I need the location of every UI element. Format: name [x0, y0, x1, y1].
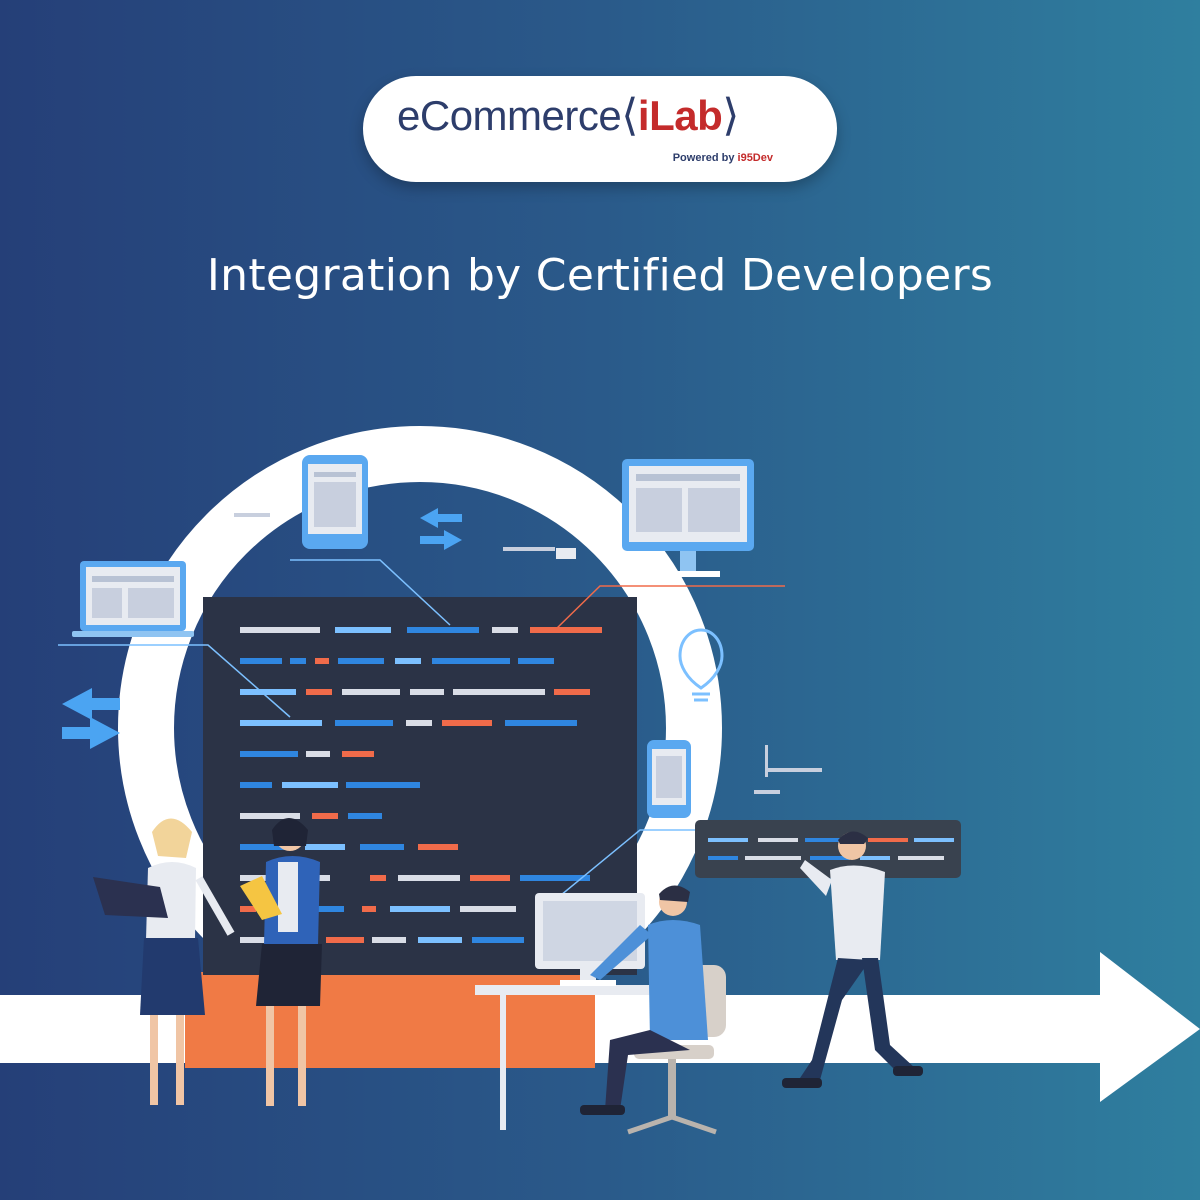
code-line-segment — [240, 937, 274, 943]
connector-line-orange — [554, 585, 785, 631]
code-line-segment — [362, 906, 376, 912]
code-line-segment — [395, 658, 421, 664]
logo-bracket-close: ⟩ — [722, 91, 739, 140]
sync-arrows-small-icon — [420, 508, 462, 550]
mini-code-line-segment — [860, 856, 890, 860]
code-line-segment — [312, 813, 338, 819]
laptop-icon — [72, 561, 194, 637]
code-line-segment — [326, 937, 364, 943]
code-line-segment — [348, 813, 382, 819]
code-line-segment — [346, 782, 420, 788]
mini-code-line-segment — [868, 838, 908, 842]
mini-code-line-segment — [805, 838, 855, 842]
code-line-segment — [398, 875, 460, 881]
code-line-segment — [335, 627, 391, 633]
code-line-segment — [390, 906, 450, 912]
logo-wordmark: eCommerce⟨iLab⟩ — [397, 90, 739, 141]
code-line-segment — [432, 658, 510, 664]
code-line-segment — [240, 782, 272, 788]
code-line-segment — [240, 627, 320, 633]
code-line-segment — [342, 689, 400, 695]
code-line-segment — [300, 906, 344, 912]
mini-code-lines — [708, 838, 954, 860]
lightbulb-icon — [678, 628, 724, 702]
code-line-segment — [305, 844, 345, 850]
brand-logo[interactable]: eCommerce⟨iLab⟩ Powered by i95Dev — [363, 76, 837, 182]
code-line-segment — [470, 875, 510, 881]
code-line-segment — [410, 689, 444, 695]
seated-developer — [580, 885, 708, 1115]
code-line-segment — [370, 875, 386, 881]
sync-arrows-icon — [62, 688, 120, 749]
code-line-segment — [492, 627, 518, 633]
code-line-segment — [240, 751, 298, 757]
code-line-segment — [306, 751, 330, 757]
mini-code-line-segment — [810, 856, 850, 860]
code-line-segment — [290, 658, 306, 664]
code-line-segment — [520, 875, 590, 881]
code-line-segment — [282, 782, 338, 788]
code-line-segment — [418, 844, 458, 850]
code-line-segment — [460, 906, 516, 912]
code-line-segment — [306, 689, 332, 695]
mini-code-line-segment — [745, 856, 801, 860]
code-line-segment — [342, 751, 374, 757]
floating-code-window — [695, 820, 961, 878]
woman-with-laptop — [93, 818, 235, 1105]
decor-dashes — [234, 513, 822, 794]
monitor-icon — [622, 459, 754, 577]
mini-code-line-segment — [708, 856, 738, 860]
code-line-segment — [406, 720, 432, 726]
code-line-segment — [338, 658, 384, 664]
code-line-segment — [407, 627, 479, 633]
logo-tagline: Powered by i95Dev — [673, 152, 773, 164]
code-line-segment — [505, 720, 577, 726]
code-editor-panel — [203, 597, 637, 975]
logo-word-accent: iLab — [637, 92, 723, 139]
mini-code-line-segment — [898, 856, 944, 860]
smartphone-icon — [647, 740, 691, 818]
code-lines — [240, 627, 602, 943]
logo-bracket-open: ⟨ — [621, 91, 638, 140]
mini-code-line-segment — [914, 838, 954, 842]
walking-developer — [782, 831, 923, 1088]
logo-tagline-brand: i95Dev — [737, 152, 773, 164]
woman-with-tablet — [240, 818, 322, 1106]
code-line-segment — [418, 937, 462, 943]
code-line-segment — [240, 906, 256, 912]
logo-word-main: eCommerce — [397, 92, 622, 139]
code-line-segment — [554, 689, 590, 695]
code-line-segment — [240, 720, 322, 726]
mini-code-line-segment — [758, 838, 798, 842]
code-line-segment — [518, 658, 554, 664]
code-line-segment — [360, 844, 404, 850]
tablet-icon — [302, 455, 368, 549]
code-line-segment — [530, 627, 602, 633]
code-line-segment — [240, 689, 296, 695]
code-line-segment — [240, 813, 300, 819]
connector-lines — [58, 559, 700, 901]
code-line-segment — [315, 658, 329, 664]
code-line-segment — [240, 844, 296, 850]
logo-tagline-prefix: Powered by — [672, 152, 738, 164]
code-line-segment — [240, 658, 282, 664]
code-line-segment — [335, 720, 393, 726]
code-line-segment — [372, 937, 406, 943]
headline: Integration by Certified Developers — [206, 250, 994, 301]
code-line-segment — [472, 937, 524, 943]
code-line-segment — [442, 720, 492, 726]
mini-code-line-segment — [708, 838, 748, 842]
code-line-segment — [453, 689, 545, 695]
